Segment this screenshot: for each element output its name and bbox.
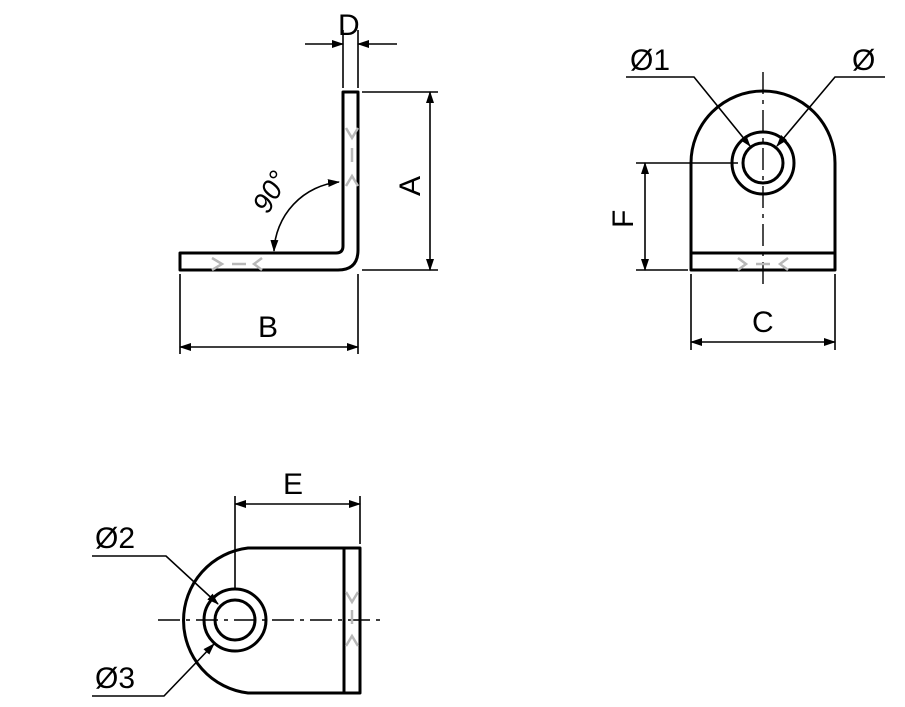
front-view: Ø1 Ø F C: [607, 44, 885, 350]
dimension-f-label: F: [607, 210, 640, 228]
dimension-c-label: C: [752, 306, 774, 339]
dimension-f: F: [607, 162, 738, 271]
top-view-outline: [182, 546, 362, 695]
side-view: D A B 90°: [178, 9, 438, 354]
angle-label: 90°: [246, 166, 294, 218]
front-view-fold-marks: [737, 257, 789, 271]
dimension-d-label: D: [338, 9, 360, 42]
leader-dia2: Ø2: [92, 522, 219, 605]
dimension-b: B: [179, 274, 359, 354]
dimension-a-label: A: [394, 176, 427, 196]
leader-dia3: Ø3: [92, 643, 215, 697]
dia-label: Ø: [852, 44, 875, 77]
dimension-c: C: [690, 274, 836, 350]
dimension-angle: 90°: [246, 166, 340, 252]
dia3-label: Ø3: [95, 662, 135, 695]
top-view-fold-marks: [344, 591, 360, 647]
dimension-d: D: [305, 9, 397, 88]
front-view-outline: [689, 89, 837, 272]
top-view: E Ø2 Ø3: [92, 468, 380, 697]
side-view-fold-marks: [211, 127, 360, 272]
leader-dia1: Ø1: [626, 44, 751, 147]
dimension-b-label: B: [258, 311, 278, 344]
dimension-e-label: E: [283, 468, 303, 501]
dia2-label: Ø2: [95, 522, 135, 555]
side-view-profile: [178, 90, 360, 272]
dia1-label: Ø1: [630, 44, 670, 77]
dimension-a: A: [362, 91, 438, 271]
leader-dia: Ø: [776, 44, 885, 147]
dimension-e: E: [234, 468, 361, 590]
front-hole-inner: [741, 141, 785, 185]
